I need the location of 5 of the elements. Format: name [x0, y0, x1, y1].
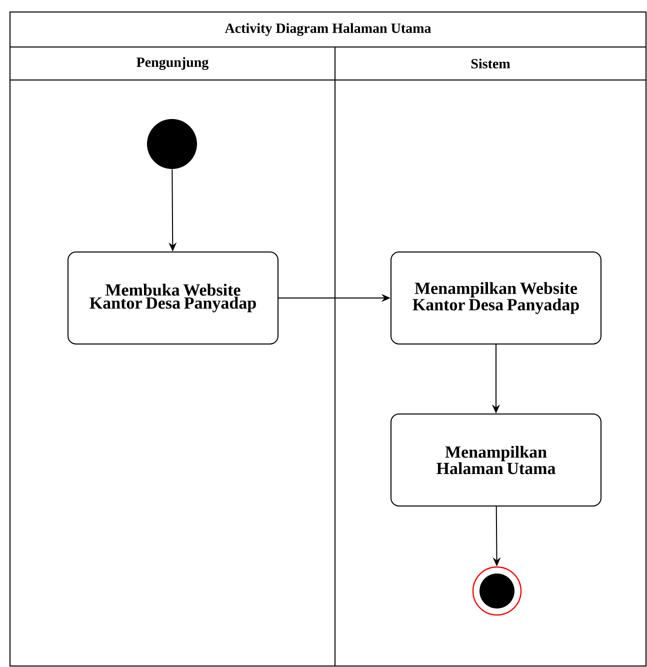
action-box: Membuka Website Kantor Desa Panyadap: [68, 252, 278, 344]
start-node: [147, 119, 197, 169]
action-box: Menampilkan Website Kantor Desa Panyadap: [390, 252, 602, 344]
action-box: Menampilkan Halaman Utama: [390, 414, 602, 506]
end-node: [472, 566, 522, 616]
